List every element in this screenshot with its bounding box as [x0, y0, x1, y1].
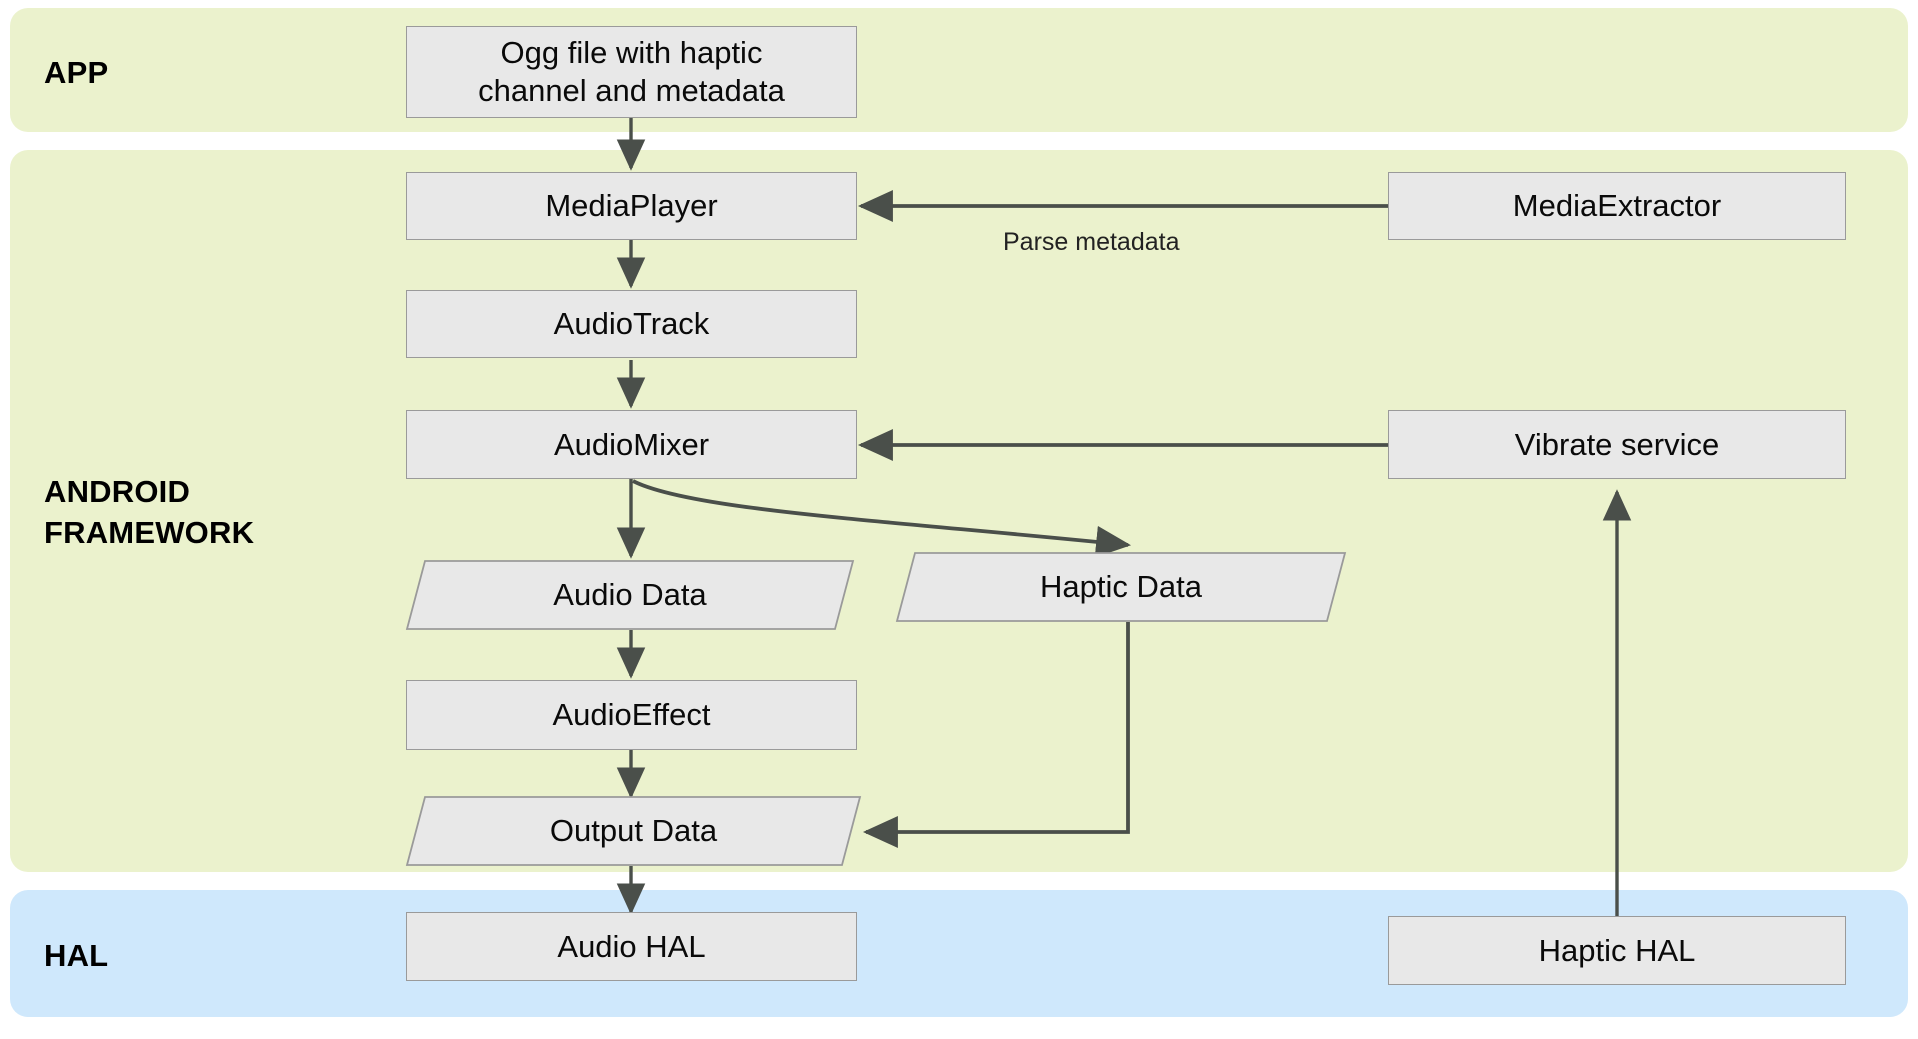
band-android-framework	[10, 150, 1908, 872]
node-vibrate-service[interactable]: Vibrate service	[1388, 410, 1846, 479]
node-audio-effect[interactable]: AudioEffect	[406, 680, 857, 750]
edge-label-parse-metadata: Parse metadata	[1003, 228, 1180, 256]
node-media-extractor[interactable]: MediaExtractor	[1388, 172, 1846, 240]
output-data-shape	[405, 796, 862, 866]
node-audio-hal[interactable]: Audio HAL	[406, 912, 857, 981]
band-label-android-framework: ANDROID FRAMEWORK	[44, 474, 255, 550]
band-app	[10, 8, 1908, 132]
node-haptic-hal[interactable]: Haptic HAL	[1388, 916, 1846, 985]
node-output-data[interactable]: Output Data	[405, 796, 862, 866]
haptic-data-shape	[895, 552, 1347, 622]
node-haptic-data[interactable]: Haptic Data	[895, 552, 1347, 622]
band-label-app: APP	[44, 55, 109, 90]
node-ogg-file[interactable]: Ogg file with haptic channel and metadat…	[406, 26, 857, 118]
node-audio-track[interactable]: AudioTrack	[406, 290, 857, 358]
audio-data-shape	[405, 560, 855, 630]
node-audio-mixer[interactable]: AudioMixer	[406, 410, 857, 479]
node-media-player[interactable]: MediaPlayer	[406, 172, 857, 240]
node-audio-data[interactable]: Audio Data	[405, 560, 855, 630]
band-label-hal: HAL	[44, 938, 109, 973]
